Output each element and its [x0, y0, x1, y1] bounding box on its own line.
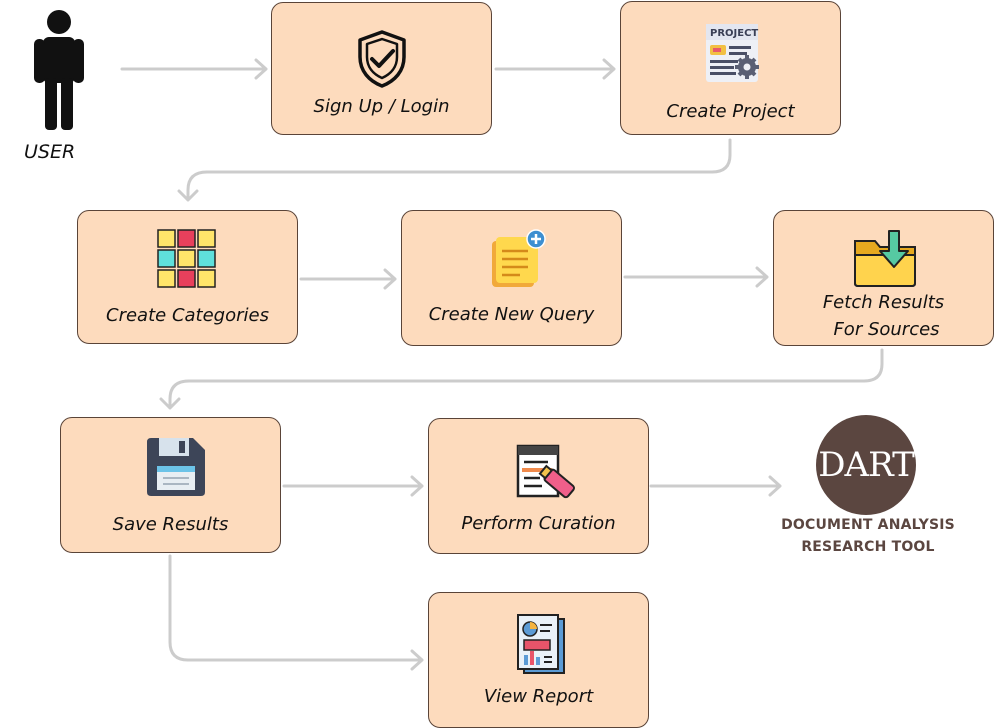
- dart-logo-subtitle-line1: DOCUMENT ANALYSIS: [781, 517, 955, 533]
- step-label: Create New Query: [428, 304, 595, 325]
- step-label: View Report: [483, 686, 594, 707]
- step-label: Create Project: [666, 101, 795, 122]
- step-label-line1: Fetch Results: [822, 292, 945, 313]
- step-label: Sign Up / Login: [313, 96, 450, 117]
- user-label: USER: [24, 141, 76, 163]
- arrow-user-to-signup: [120, 58, 268, 80]
- step-create-project: PROJECT Create Project: [620, 1, 841, 135]
- dart-logo-subtitle-line2: RESEARCH TOOL: [801, 539, 935, 555]
- folder-download-icon: [854, 230, 916, 287]
- new-note-icon: [492, 229, 546, 287]
- step-create-categories: Create Categories: [77, 210, 298, 344]
- project-icon-text: PROJECT: [710, 28, 758, 39]
- report-icon: [517, 614, 565, 674]
- arrow-curation-to-dart: [649, 475, 782, 497]
- arrow-project-to-categories: [177, 138, 732, 202]
- arrow-query-to-fetch: [623, 266, 769, 288]
- category-grid-icon: [157, 229, 216, 288]
- step-signup-login: Sign Up / Login: [271, 2, 492, 135]
- arrow-save-to-report: [168, 554, 424, 671]
- step-label: Perform Curation: [461, 513, 616, 534]
- dart-logo-text: DART: [818, 445, 915, 485]
- floppy-disk-icon: [147, 438, 205, 496]
- arrow-categories-to-query: [299, 268, 397, 290]
- step-fetch-results: Fetch Results For Sources: [773, 210, 994, 346]
- shield-check-icon: [358, 30, 406, 88]
- step-label-line2: For Sources: [833, 319, 940, 340]
- arrow-save-to-curation: [282, 475, 424, 497]
- dart-logo: DART: [816, 415, 916, 515]
- step-perform-curation: Perform Curation: [428, 418, 649, 554]
- step-label: Save Results: [112, 514, 229, 535]
- user-icon: [34, 10, 84, 130]
- step-label: Create Categories: [106, 305, 269, 326]
- arrow-signup-to-project: [494, 58, 616, 80]
- step-save-results: Save Results: [60, 417, 281, 553]
- project-document-icon: PROJECT: [706, 24, 759, 82]
- document-edit-icon: [516, 444, 575, 499]
- step-view-report: View Report: [428, 592, 649, 728]
- step-create-new-query: Create New Query: [401, 210, 622, 346]
- arrow-fetch-to-save: [159, 348, 884, 410]
